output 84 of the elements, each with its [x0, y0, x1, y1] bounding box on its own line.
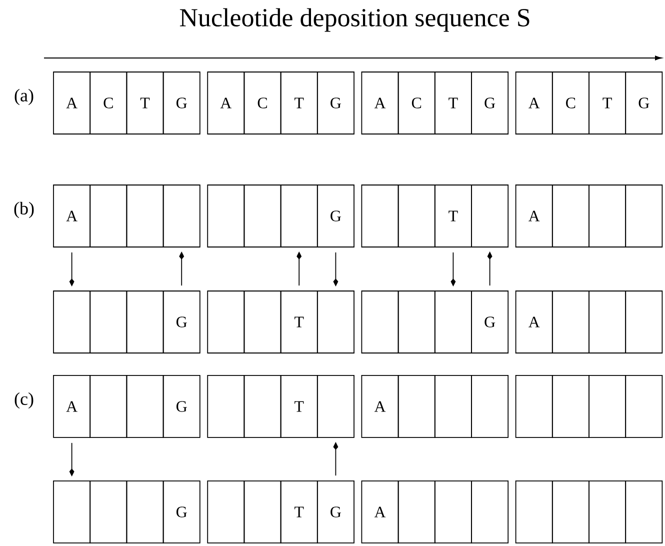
letter-cell: A: [515, 72, 553, 134]
empty-cell: [434, 290, 472, 354]
empty-cell: [588, 480, 626, 544]
letter-cell: G: [316, 72, 354, 134]
empty-cell: [244, 480, 282, 544]
letter-cell: C: [90, 72, 128, 134]
empty-cell: [471, 480, 509, 544]
letter-cell: T: [280, 290, 318, 354]
letter-cell: G: [316, 480, 354, 544]
empty-cell: [53, 290, 91, 354]
empty-cell: [207, 375, 245, 438]
empty-cell: [361, 184, 399, 248]
empty-cell: [625, 375, 663, 438]
empty-cell: [53, 480, 91, 544]
row-label: (a): [14, 88, 34, 106]
empty-cell: [244, 290, 282, 354]
empty-cell: [207, 480, 245, 544]
letter-cell: C: [552, 72, 590, 134]
letter-cell: T: [588, 72, 626, 134]
empty-cell: [398, 375, 436, 438]
empty-cell: [126, 290, 164, 354]
empty-cell: [207, 184, 245, 248]
letter-cell: T: [280, 375, 318, 438]
letter-cell: G: [162, 290, 200, 354]
letter-cell: A: [515, 184, 553, 248]
empty-cell: [471, 375, 509, 438]
empty-cell: [398, 184, 436, 248]
empty-cell: [207, 290, 245, 354]
empty-cell: [316, 290, 354, 354]
empty-cell: [588, 290, 626, 354]
empty-cell: [625, 290, 663, 354]
letter-cell: G: [625, 72, 663, 134]
letter-cell: C: [244, 72, 282, 134]
empty-cell: [434, 480, 472, 544]
empty-cell: [515, 480, 553, 544]
letter-cell: G: [471, 72, 509, 134]
letter-cell: A: [53, 184, 91, 248]
letter-cell: A: [53, 72, 91, 134]
empty-cell: [398, 290, 436, 354]
empty-cell: [162, 184, 200, 248]
empty-cell: [588, 184, 626, 248]
empty-cell: [471, 184, 509, 248]
letter-cell: C: [398, 72, 436, 134]
empty-cell: [126, 480, 164, 544]
letter-cell: G: [162, 375, 200, 438]
row-label: (b): [14, 202, 34, 218]
letter-cell: T: [434, 184, 472, 248]
empty-cell: [316, 375, 354, 438]
letter-cell: T: [280, 480, 318, 544]
empty-cell: [244, 184, 282, 248]
letter-cell: G: [162, 480, 200, 544]
empty-cell: [552, 375, 590, 438]
empty-cell: [90, 375, 128, 438]
empty-cell: [552, 480, 590, 544]
letter-cell: A: [207, 72, 245, 134]
empty-cell: [244, 375, 282, 438]
title: Nucleotide deposition sequence S: [180, 8, 530, 32]
letter-cell: G: [162, 72, 200, 134]
letter-cell: A: [53, 375, 91, 438]
empty-cell: [515, 375, 553, 438]
letter-cell: T: [280, 72, 318, 134]
empty-cell: [90, 290, 128, 354]
empty-cell: [552, 290, 590, 354]
empty-cell: [434, 375, 472, 438]
letter-cell: T: [434, 72, 472, 134]
row-label: (c): [14, 392, 34, 409]
letter-cell: G: [316, 184, 354, 248]
empty-cell: [625, 480, 663, 544]
empty-cell: [398, 480, 436, 544]
empty-cell: [90, 480, 128, 544]
empty-cell: [552, 184, 590, 248]
empty-cell: [126, 184, 164, 248]
letter-cell: A: [361, 375, 399, 438]
empty-cell: [588, 375, 626, 438]
empty-cell: [126, 375, 164, 438]
letter-cell: A: [361, 480, 399, 544]
empty-cell: [90, 184, 128, 248]
letter-cell: T: [126, 72, 164, 134]
letter-cell: A: [361, 72, 399, 134]
empty-cell: [625, 184, 663, 248]
letter-cell: A: [515, 290, 553, 354]
empty-cell: [280, 184, 318, 248]
letter-cell: G: [471, 290, 509, 354]
empty-cell: [361, 290, 399, 354]
